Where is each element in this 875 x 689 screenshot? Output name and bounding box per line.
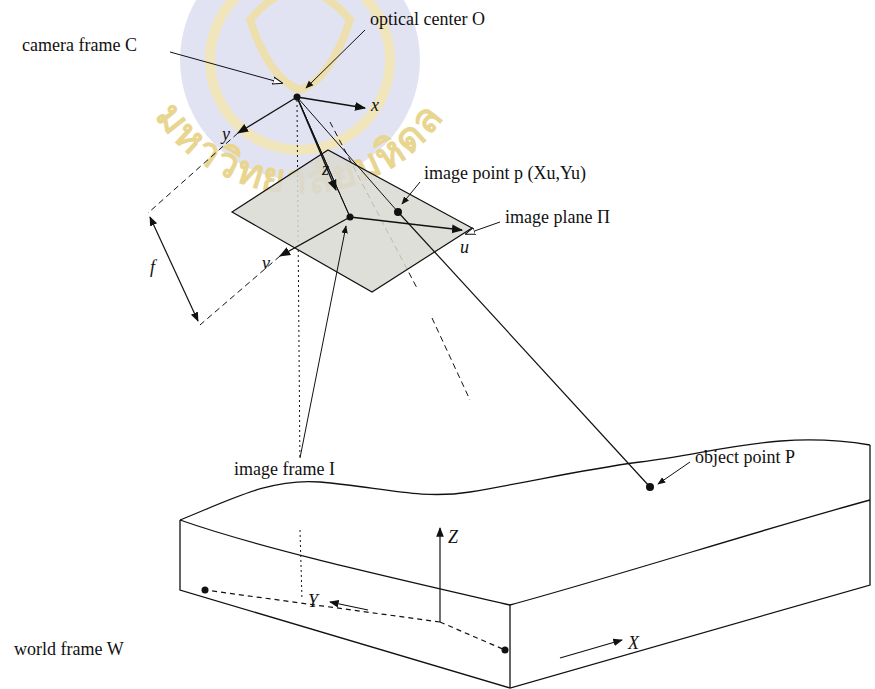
projection-ray [398,212,650,487]
focal-length-arrow [150,217,198,321]
axis-label: Y [308,592,318,612]
camera-axes [148,97,365,217]
caption-label: image plane Π [505,208,610,228]
axis-label: z [322,160,329,180]
projection-ray [297,97,398,212]
axis-label: X [628,634,639,654]
axis-label: Z [448,528,458,548]
axis-label: v [262,254,270,274]
caption-label: image frame I [232,460,337,480]
caption-label: optical center O [370,10,485,30]
axis-label: y [222,125,230,145]
caption-label: camera frame C [20,36,139,56]
leader-line [170,30,690,484]
axis-dot [502,647,509,654]
image-point-dot [394,208,402,216]
object-point-dot [646,483,654,491]
world-axes [205,528,622,658]
axis-label: x [371,96,379,116]
axis-dot [202,587,209,594]
dimension-label: f [150,258,155,278]
axis-label: u [460,238,469,258]
image-axes [200,217,462,325]
caption-label: image point p (Xu,Yu) [424,164,586,184]
object-surface [180,440,870,688]
caption-label: world frame W [14,640,124,660]
caption-label: object point P [695,448,795,468]
